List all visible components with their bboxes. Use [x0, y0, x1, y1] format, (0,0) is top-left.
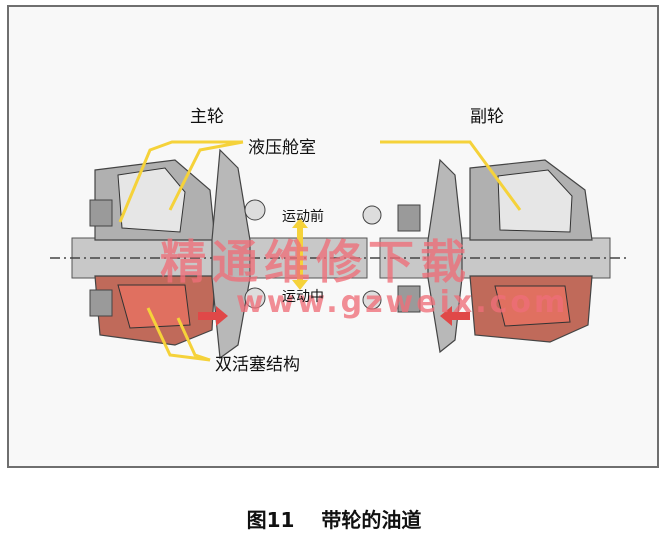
primary-bearing-ball-2: [244, 287, 266, 309]
secondary-sheave: [427, 158, 463, 354]
motion-arrow: [292, 218, 308, 290]
label-dual-piston: 双活塞结构: [215, 355, 300, 375]
primary-bearing-bottom: [89, 289, 113, 317]
piston-callout-1: [146, 307, 211, 362]
figure-caption: 图11 带轮的油道: [0, 504, 668, 533]
oil-arrow-primary: [198, 306, 228, 326]
primary-bearing-top: [89, 199, 113, 227]
primary-sheave: [211, 148, 251, 360]
secondary-bearing-bottom: [397, 285, 421, 313]
secondary-oil-passage: [494, 285, 571, 327]
oil-arrow-secondary: [440, 306, 470, 326]
caption-title: 带轮的油道: [321, 508, 422, 532]
watermark-text: 精通维修下载: [160, 235, 472, 289]
secondary-bearing-top: [397, 204, 421, 232]
chamber-callout-primary-2: [168, 140, 244, 211]
secondary-bearing-ball-2: [362, 290, 382, 310]
primary-bearing-ball: [244, 199, 266, 221]
chamber-callout-primary: [118, 140, 243, 223]
label-before-motion: 运动前: [282, 209, 324, 225]
secondary-bearing-ball: [362, 205, 382, 225]
caption-number: 图11: [246, 508, 295, 532]
label-primary-pulley: 主轮: [190, 107, 224, 127]
label-secondary-pulley: 副轮: [470, 107, 504, 127]
secondary-chamber-upper: [497, 169, 573, 233]
chamber-callout-secondary: [380, 140, 522, 211]
primary-oil-passage: [117, 284, 191, 329]
label-during-motion: 运动中: [282, 289, 324, 305]
watermark-url: www.gzweix.com: [236, 285, 569, 320]
label-hydraulic-chamber: 液压舱室: [248, 138, 316, 158]
piston-callout-2: [176, 317, 211, 362]
